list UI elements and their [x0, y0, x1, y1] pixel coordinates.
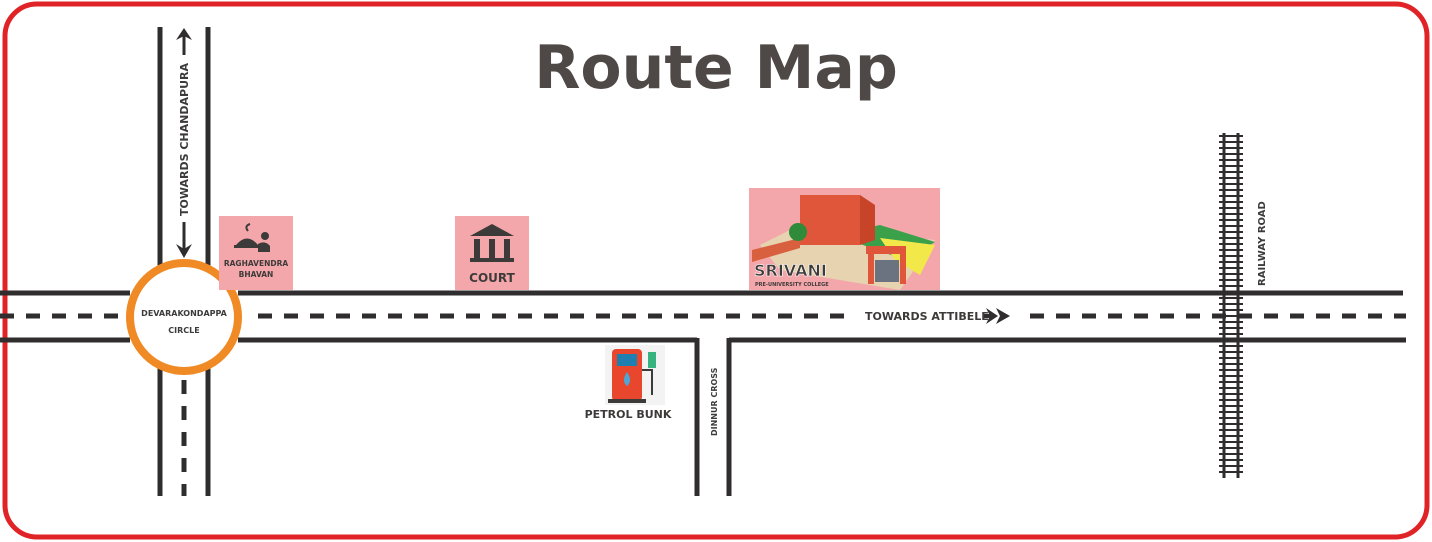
road-label-chandapura: TOWARDS CHANDAPURA [178, 63, 191, 216]
railway-track [1219, 133, 1243, 478]
landmark-label: BHAVAN [239, 270, 274, 279]
arrow-up-icon [176, 28, 192, 55]
road-label-railway: RAILWAY ROAD [1257, 201, 1268, 286]
landmark-label: COURT [469, 271, 515, 285]
landmark-label: PETROL BUNK [585, 408, 672, 421]
main-road [0, 290, 1406, 343]
food-service-icon [234, 223, 270, 252]
landmark-label: RAGHAVENDRA [224, 259, 289, 268]
fuel-pump-icon [605, 345, 665, 405]
double-arrow-right-icon [984, 308, 1010, 324]
landmark-court: COURT [455, 216, 529, 290]
college-subtitle: PRE-UNIVERSITY COLLEGE [755, 282, 829, 288]
landmark-petrol-bunk: PETROL BUNK [585, 345, 672, 421]
landmark-srivani-college: SRIVANI PRE-UNIVERSITY COLLEGE [749, 188, 940, 290]
arrow-down-icon [176, 222, 192, 258]
devarakondappa-circle [126, 259, 242, 375]
road-label-dinnur-cross: DINNUR CROSS [710, 367, 719, 436]
college-building-image [752, 195, 935, 290]
junction-label-line1: DEVARAKONDAPPA [141, 309, 227, 318]
dinnur-cross-road [694, 338, 732, 496]
college-name: SRIVANI [754, 261, 827, 280]
courthouse-icon [470, 224, 514, 262]
page-title: Route Map [534, 33, 898, 103]
road-label-attibele: TOWARDS ATTIBELE [865, 310, 989, 323]
north-south-road [157, 27, 211, 496]
junction-label-line2: CIRCLE [168, 326, 199, 335]
landmark-raghavendra-bhavan: RAGHAVENDRA BHAVAN [219, 216, 293, 290]
